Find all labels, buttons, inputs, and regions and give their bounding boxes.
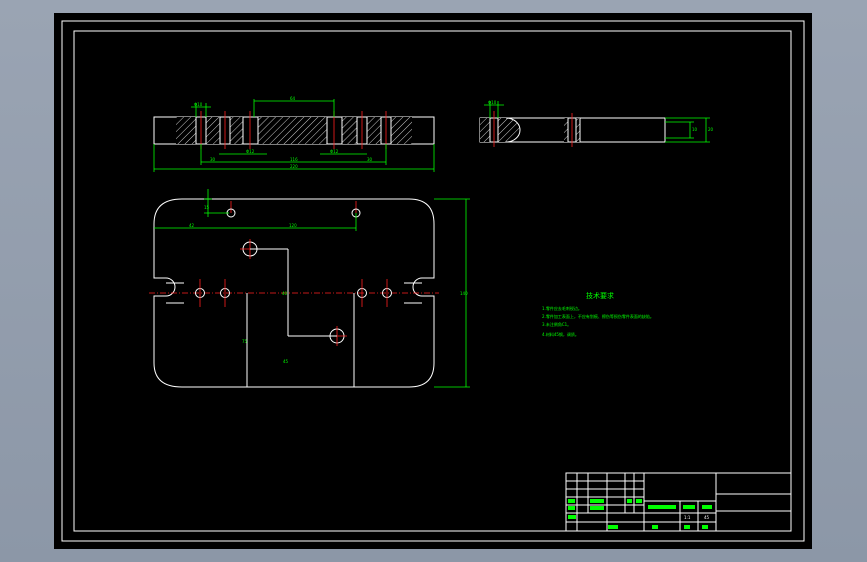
dim-side-small: 10 — [692, 127, 698, 132]
top-section-view: Φ10 64 Φ12 Φ12 30 116 30 220 — [153, 96, 435, 172]
dim-plan-mid: 40 — [282, 291, 288, 296]
dim-side-hole: Φ10 — [488, 100, 497, 105]
tech-title: 技术要求 — [586, 291, 614, 300]
tech-note-2: 2.零件加工表面上，不应有划痕、擦伤等损伤零件表面的缺陷。 — [542, 313, 654, 319]
dim-top-left-offset: 30 — [210, 157, 216, 162]
dim-top-right-offset: 30 — [367, 157, 373, 162]
dim-plan-hole-span: 120 — [289, 223, 297, 228]
side-section-view: Φ10 10 20 — [479, 100, 714, 147]
tech-note-1: 1.零件应去毛刺锐边。 — [542, 305, 582, 311]
drawing-canvas: Φ10 64 Φ12 Φ12 30 116 30 220 Φ10 — [61, 20, 805, 542]
tech-note-4: 4.材料45钢，调质。 — [542, 331, 579, 337]
dim-top-hole: Φ10 — [194, 102, 203, 107]
dim-top-center-span: 116 — [290, 157, 298, 162]
title-material: 45 — [704, 515, 710, 520]
dim-plan-height: 140 — [460, 291, 468, 296]
inner-border — [73, 30, 792, 532]
dim-plan-left-offset: 42 — [189, 223, 195, 228]
dim-plan-v-left: 75 — [242, 339, 248, 344]
title-scale: 1:1 — [684, 515, 691, 520]
dim-top-slot: 64 — [290, 96, 296, 101]
dim-top-total: 220 — [290, 164, 298, 169]
tech-requirements: 技术要求 1.零件应去毛刺锐边。 2.零件加工表面上，不应有划痕、擦伤等损伤零件… — [542, 291, 654, 337]
cad-drawing-viewport[interactable]: Φ10 64 Φ12 Φ12 30 116 30 220 Φ10 — [54, 13, 812, 549]
dim-top-hole-a: Φ12 — [246, 149, 255, 154]
plan-view: 15 42 120 140 40 75 45 — [149, 189, 470, 388]
dim-side-total: 20 — [708, 127, 714, 132]
dim-plan-top-offset: 15 — [204, 205, 210, 210]
title-block: 1:1 45 — [565, 472, 792, 532]
dim-top-hole-b: Φ12 — [330, 149, 339, 154]
outer-border — [61, 20, 805, 542]
tech-note-3: 3.未注倒角C1。 — [542, 321, 571, 327]
dim-plan-v-mid: 45 — [283, 359, 289, 364]
